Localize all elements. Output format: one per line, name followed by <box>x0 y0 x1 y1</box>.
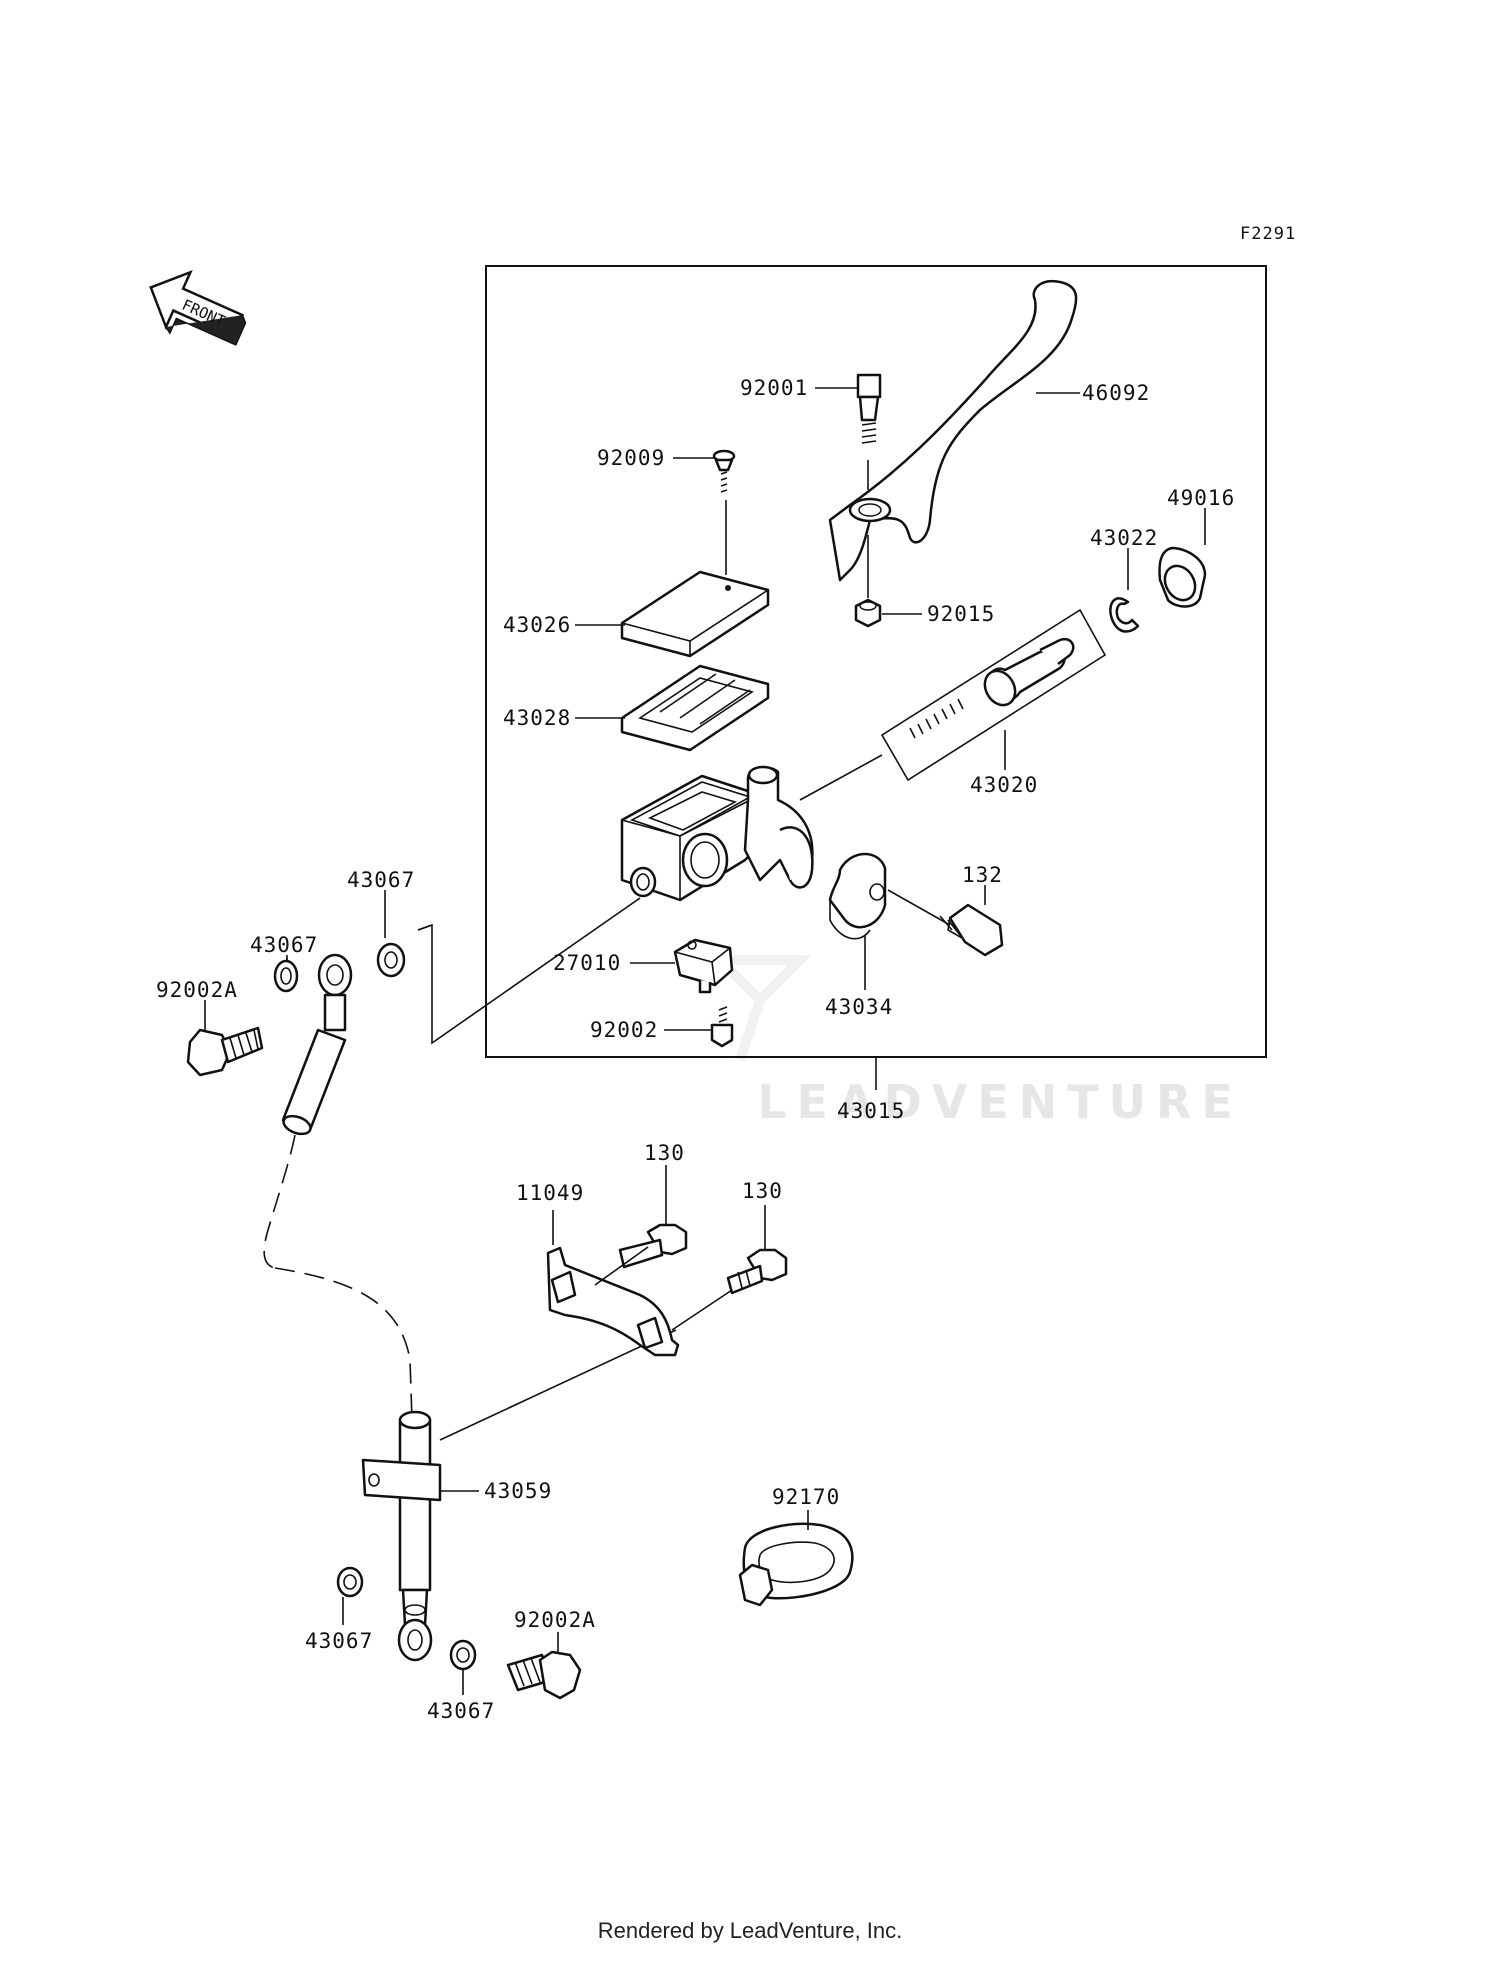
cover-screw-part <box>673 449 736 575</box>
brake-hose-part <box>263 953 677 1662</box>
callout-92002A-bottom[interactable]: 92002A <box>514 1608 596 1632</box>
callout-92002[interactable]: 92002 <box>590 1018 658 1042</box>
callout-43034[interactable]: 43034 <box>825 995 893 1019</box>
washer-part <box>273 958 299 993</box>
callout-43020[interactable]: 43020 <box>970 773 1038 797</box>
leader-line <box>887 889 951 926</box>
banjo-bolt-part <box>186 1000 264 1077</box>
brake-lever-part <box>828 279 1078 582</box>
callout-130-right[interactable]: 130 <box>742 1179 783 1203</box>
reservoir-cap-part <box>575 570 770 658</box>
leader-line <box>594 1246 649 1286</box>
callout-43059[interactable]: 43059 <box>484 1479 552 1503</box>
callout-92170[interactable]: 92170 <box>772 1485 840 1509</box>
front-arrow-icon: FRONT <box>149 269 247 346</box>
callout-43067-bottom-left[interactable]: 43067 <box>305 1629 373 1653</box>
switch-screw-part <box>664 1006 734 1048</box>
callout-130-left[interactable]: 130 <box>644 1141 685 1165</box>
callout-27010[interactable]: 27010 <box>553 951 621 975</box>
figure-code: F2291 <box>1240 224 1296 244</box>
bracket-bolt-part <box>671 1205 788 1331</box>
circlip-part <box>1109 548 1140 633</box>
pivot-bolt-part <box>815 373 882 490</box>
callout-43067-top-right[interactable]: 43067 <box>347 868 415 892</box>
bracket-bolt-part <box>594 1165 688 1286</box>
callout-43028[interactable]: 43028 <box>503 706 571 730</box>
callout-92009[interactable]: 92009 <box>597 446 665 470</box>
hose-bracket-part <box>546 1210 680 1357</box>
callout-43015[interactable]: 43015 <box>837 1099 905 1123</box>
diaphragm-part <box>575 664 770 752</box>
banjo-bolt-part <box>506 1632 582 1700</box>
lever-nut-part <box>854 535 922 628</box>
callout-92015[interactable]: 92015 <box>927 602 995 626</box>
hose-guide-part <box>738 1510 854 1607</box>
leader-line <box>417 924 433 931</box>
callout-92002A-top[interactable]: 92002A <box>156 978 238 1002</box>
callout-132[interactable]: 132 <box>962 863 1003 887</box>
leader-line <box>439 1329 677 1441</box>
piston-kit-part <box>799 608 1107 801</box>
washer-part <box>336 1566 364 1625</box>
callout-43026[interactable]: 43026 <box>503 613 571 637</box>
callout-92001[interactable]: 92001 <box>740 376 808 400</box>
watermark-text: LEADVENTURE <box>757 1075 1243 1129</box>
clamp-holder-part <box>828 852 887 990</box>
leader-line <box>671 1289 733 1331</box>
master-cylinder-part <box>620 765 814 902</box>
callout-11049[interactable]: 11049 <box>516 1181 584 1205</box>
brake-switch-part <box>630 938 734 994</box>
callout-43067-bottom-right[interactable]: 43067 <box>427 1699 495 1723</box>
washer-part <box>376 890 406 978</box>
callout-43022[interactable]: 43022 <box>1090 526 1158 550</box>
dust-boot-part <box>1158 508 1207 608</box>
holder-bolt-part <box>887 885 1004 957</box>
washer-part <box>449 1639 477 1695</box>
watermark-logo-icon <box>707 955 813 1062</box>
footer-credit: Rendered by LeadVenture, Inc. <box>597 1918 903 1943</box>
leader-line <box>799 754 883 801</box>
callout-49016[interactable]: 49016 <box>1167 486 1235 510</box>
callout-43067-top-left[interactable]: 43067 <box>250 933 318 957</box>
callout-46092[interactable]: 46092 <box>1082 381 1150 405</box>
